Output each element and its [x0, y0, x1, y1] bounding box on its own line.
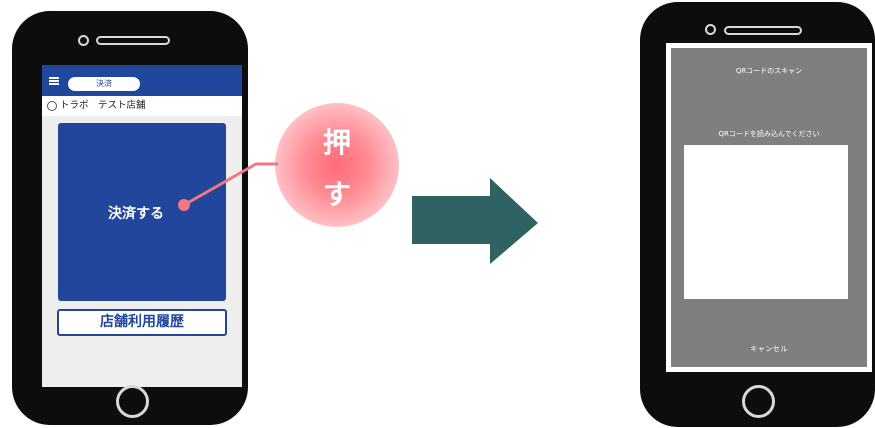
- left-phone-screen: 決済 トラポ テスト店舗 決済する 店舗利用履歴: [42, 65, 242, 387]
- arrow-right-icon: [412, 178, 538, 264]
- menu-icon[interactable]: [49, 77, 59, 85]
- header-title-pill: 決済: [68, 77, 140, 91]
- pointer-dot-icon: [178, 199, 190, 211]
- pointer-line: [183, 162, 278, 207]
- app-header: 決済: [42, 65, 242, 96]
- camera-icon: [705, 24, 716, 35]
- speaker-icon: [724, 26, 802, 35]
- right-phone-screen: QRコードのスキャン QRコードを読み込んでください キャンセル: [666, 43, 872, 372]
- right-phone: QRコードのスキャン QRコードを読み込んでください キャンセル: [640, 2, 875, 427]
- history-button[interactable]: 店舗利用履歴: [57, 309, 227, 336]
- home-button-icon[interactable]: [742, 385, 775, 418]
- press-char-1: 押: [322, 126, 351, 159]
- store-user-row: トラポ テスト店舗: [42, 96, 242, 116]
- speaker-icon: [96, 36, 170, 45]
- pay-button[interactable]: 決済する: [58, 123, 226, 301]
- left-phone: 決済 トラポ テスト店舗 決済する 店舗利用履歴: [12, 11, 248, 425]
- scan-title: QRコードのスキャン: [735, 67, 803, 75]
- scan-prompt: QRコードを読み込んでください: [718, 130, 820, 138]
- store-name: トラポ テスト店舗: [60, 100, 146, 111]
- qr-scanner-view: QRコードのスキャン QRコードを読み込んでください キャンセル: [671, 48, 867, 367]
- qr-scan-area: [684, 145, 848, 299]
- home-button-icon[interactable]: [116, 385, 149, 418]
- user-icon: [47, 101, 57, 111]
- press-char-2: す: [322, 178, 351, 211]
- press-callout: 押 す: [275, 103, 399, 227]
- pay-button-label: 決済する: [108, 206, 164, 222]
- cancel-button[interactable]: キャンセル: [750, 345, 788, 353]
- camera-icon: [78, 35, 89, 46]
